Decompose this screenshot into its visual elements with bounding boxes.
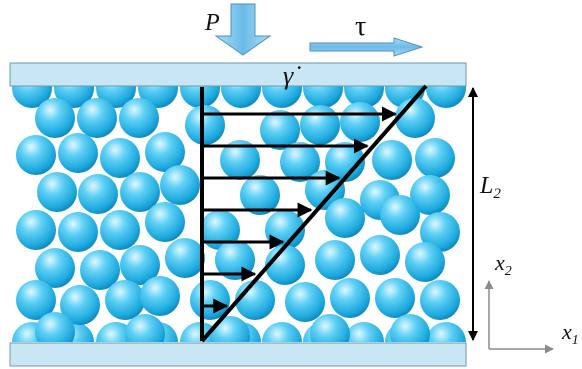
particle-sphere (390, 314, 430, 342)
particle-sphere (235, 280, 275, 320)
particle-sphere (35, 248, 75, 288)
shear-stress-label: τ (355, 11, 366, 42)
particle-sphere (100, 210, 140, 250)
gap-length-label: L2 (479, 173, 501, 202)
particle-sphere (380, 195, 420, 235)
particle-sphere (16, 280, 56, 320)
particle-sphere (340, 102, 380, 142)
particle-sphere (80, 250, 120, 290)
particle-sphere (240, 175, 280, 215)
particle-sphere (100, 138, 140, 178)
particle-sphere (280, 142, 320, 182)
particle-sphere (16, 135, 56, 175)
particle-sphere (344, 322, 384, 342)
particle-sphere (262, 86, 302, 108)
particle-sphere (260, 110, 300, 150)
particle-sphere (395, 98, 435, 138)
particle-sphere (221, 86, 261, 108)
particle-sphere (330, 278, 370, 318)
particle-sphere (58, 133, 98, 173)
particle-sphere (125, 314, 165, 342)
particle-sphere (12, 86, 52, 108)
particle-sphere (78, 174, 118, 214)
velocity-arrows (204, 106, 397, 314)
particle-sphere (426, 322, 466, 342)
bottom-plate (9, 342, 467, 367)
particle-sphere (35, 98, 75, 138)
particle-sphere (220, 140, 260, 180)
particle-sphere (303, 86, 343, 108)
particle-sphere (315, 240, 355, 280)
particle-sphere (120, 245, 160, 285)
axis-x1-subscript: 1 (572, 333, 579, 348)
particle-spheres (12, 86, 466, 342)
coordinate-axes: x2 x1 (484, 250, 579, 354)
particle-sphere (200, 210, 240, 250)
particle-sphere (310, 314, 350, 342)
particle-sphere (420, 212, 460, 252)
particle-sphere (426, 86, 466, 108)
particle-sphere (360, 235, 400, 275)
pressure-arrow (214, 3, 272, 56)
particle-sphere (375, 278, 415, 318)
shear-stress-arrow (309, 37, 424, 57)
particle-sphere (420, 280, 460, 320)
particle-sphere (119, 98, 159, 138)
particle-sphere (140, 276, 180, 316)
gap-length-subscript: 2 (493, 186, 501, 202)
axis-x1-label: x1 (561, 319, 579, 348)
particle-sphere (185, 105, 225, 145)
particle-sphere (145, 202, 185, 242)
particle-sphere (325, 198, 365, 238)
particle-sphere (262, 322, 302, 342)
axis-x2-subscript: 2 (505, 264, 512, 279)
particle-sphere (58, 212, 98, 252)
particle-sphere (344, 86, 384, 108)
particle-sphere (300, 105, 340, 145)
velocity-profile (200, 84, 428, 343)
particle-sphere (415, 138, 455, 178)
particle-sphere (405, 242, 445, 282)
particle-sphere (410, 175, 450, 215)
particle-sphere (60, 285, 100, 325)
particle-sphere (372, 140, 412, 180)
particle-sphere (77, 98, 117, 138)
particle-sphere (165, 238, 205, 278)
particle-sphere (35, 312, 75, 342)
particle-sphere (120, 172, 160, 212)
particle-sphere (105, 280, 145, 320)
particle-sphere (37, 172, 77, 212)
particle-sphere (16, 210, 56, 250)
particle-sphere (145, 132, 185, 172)
particle-sphere (285, 282, 325, 322)
pressure-label: P (204, 10, 220, 36)
top-plate (9, 62, 467, 87)
profile-slope-line (200, 84, 428, 343)
axis-x2-label: x2 (494, 250, 512, 279)
particle-sphere (160, 165, 200, 205)
